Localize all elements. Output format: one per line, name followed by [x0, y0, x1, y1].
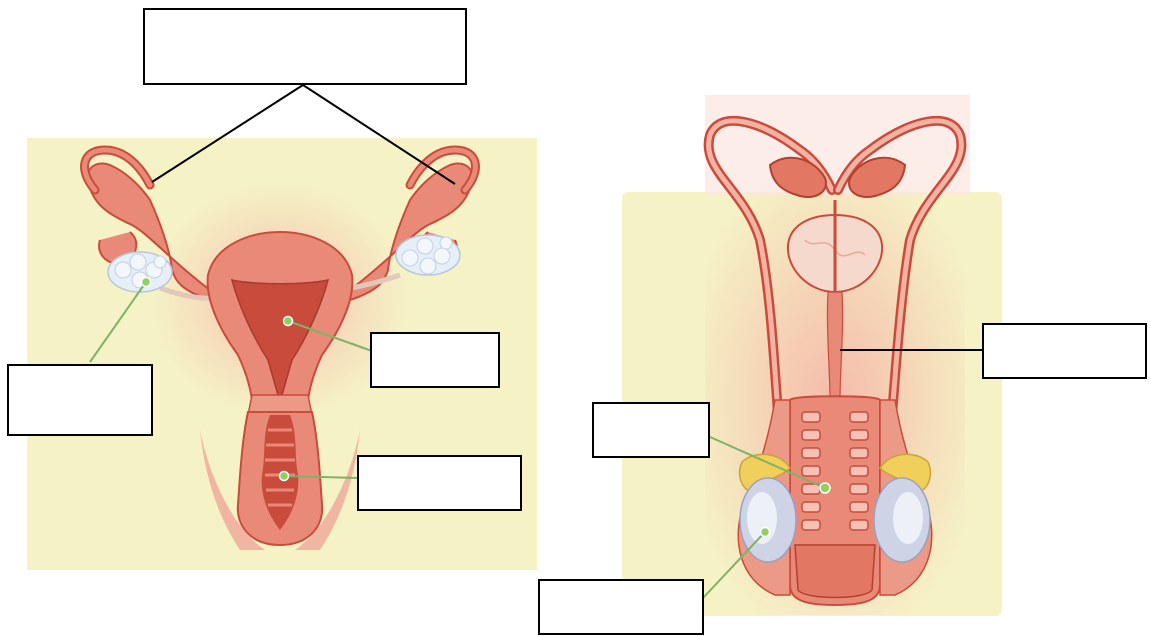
right-ovary: [396, 235, 460, 275]
vagina-pointer-dot: [280, 472, 289, 481]
urethra-shaft: [827, 292, 842, 400]
testis-pointer-dot: [761, 528, 770, 537]
uterus-pointer-dot: [284, 317, 293, 326]
label-box-top[interactable]: [143, 8, 467, 85]
label-box-vagina[interactable]: [357, 455, 522, 511]
penis-pointer-dot: [820, 483, 830, 493]
label-box-uterus[interactable]: [370, 332, 500, 388]
glans: [795, 545, 875, 598]
right-testis-highlight: [893, 492, 923, 544]
male-reproductive-diagram: [622, 95, 1002, 616]
label-box-penis[interactable]: [592, 402, 710, 458]
label-box-ovary[interactable]: [7, 364, 153, 436]
label-box-urethra[interactable]: [982, 323, 1147, 379]
left-ovary: [108, 252, 172, 292]
label-box-testis[interactable]: [538, 579, 704, 635]
ovary-pointer-dot: [142, 278, 151, 287]
